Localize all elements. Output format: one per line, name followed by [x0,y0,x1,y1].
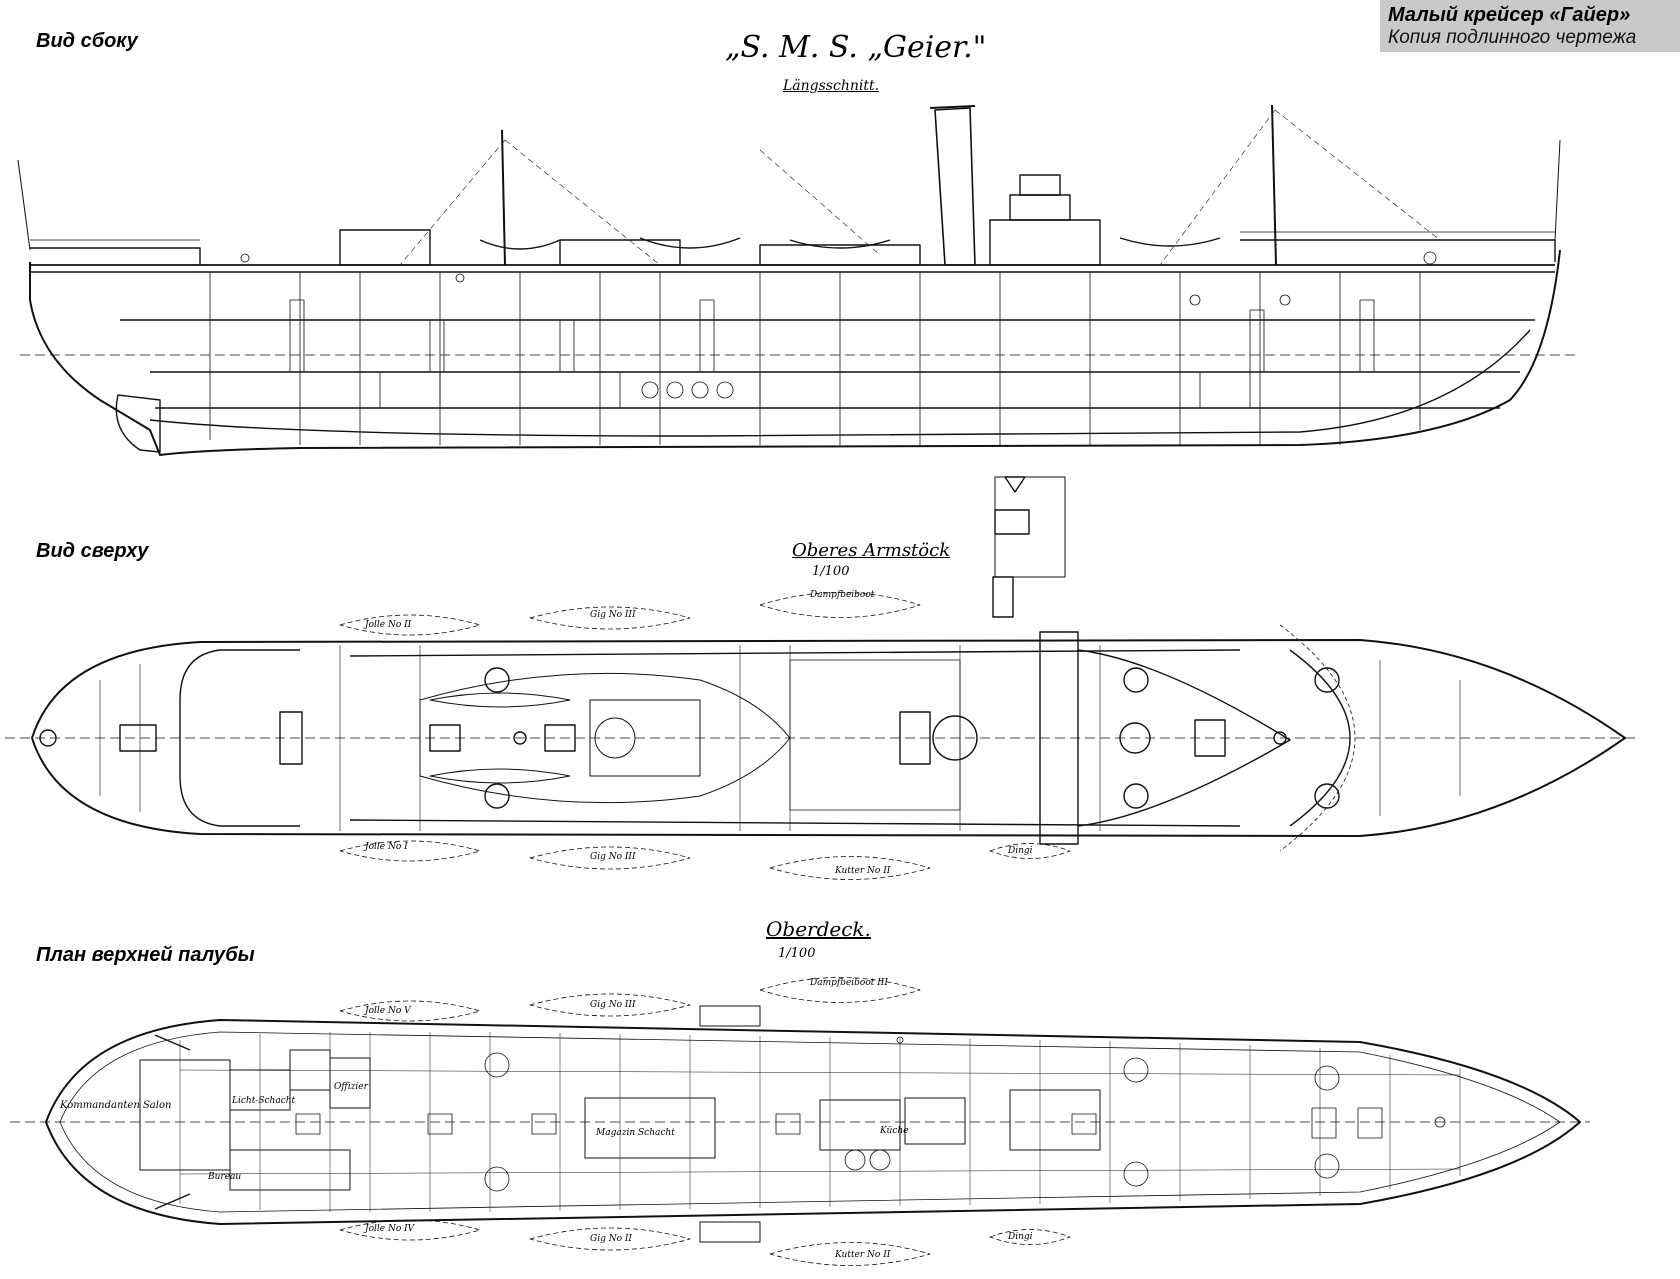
boat-label: Jolle No II [365,620,412,630]
caption-subtitle: Копия подлинного чертежа [1388,27,1637,48]
room-label: Offizier [334,1082,368,1092]
top-view-drawing [5,476,1640,880]
boat-label: Dampfbeiboot [810,590,875,600]
boat-label: Dampfbeiboot III [810,978,888,988]
top-scale: 1/100 [812,564,850,579]
deck-plan-drawing [10,977,1590,1266]
boat-label: Jolle No IV [365,1224,415,1234]
top-view-label: Вид сверху [36,540,149,562]
deck-section-title: Oberdeck. [766,917,871,941]
boat-label: Dingi [1008,1232,1033,1242]
caption-title: Малый крейсер «Гайер» [1388,4,1631,26]
deck-scale: 1/100 [778,946,816,961]
boat-label: Kutter No II [835,1250,891,1260]
caption-box: Малый крейсер «Гайер» Копия подлинного ч… [1380,0,1680,52]
side-section-title: Längsschnitt. [783,78,880,94]
room-label: Küche [880,1126,909,1136]
boat-label: Gig No III [590,1000,636,1010]
ship-name-title: „S. M. S. „Geier." [725,30,987,65]
boat-label: Dingi [1008,846,1033,856]
side-view-label: Вид сбоку [36,30,138,52]
boat-label: Jolle No V [365,1006,411,1016]
room-label: Kommandanten Salon [60,1100,172,1111]
boat-label: Jolle No I [365,842,408,852]
room-label: Magazin Schacht [596,1128,675,1138]
boat-label: Gig No III [590,610,636,620]
boat-label: Kutter No II [835,866,891,876]
boat-label: Gig No III [590,852,636,862]
room-label: Licht-Schacht [232,1096,296,1106]
top-section-title: Oberes Armstöck [792,540,951,561]
room-label: Bureau [208,1172,242,1182]
boat-label: Gig No II [590,1234,632,1244]
side-view-drawing [17,104,1580,456]
deck-plan-label: План верхней палубы [36,944,255,966]
